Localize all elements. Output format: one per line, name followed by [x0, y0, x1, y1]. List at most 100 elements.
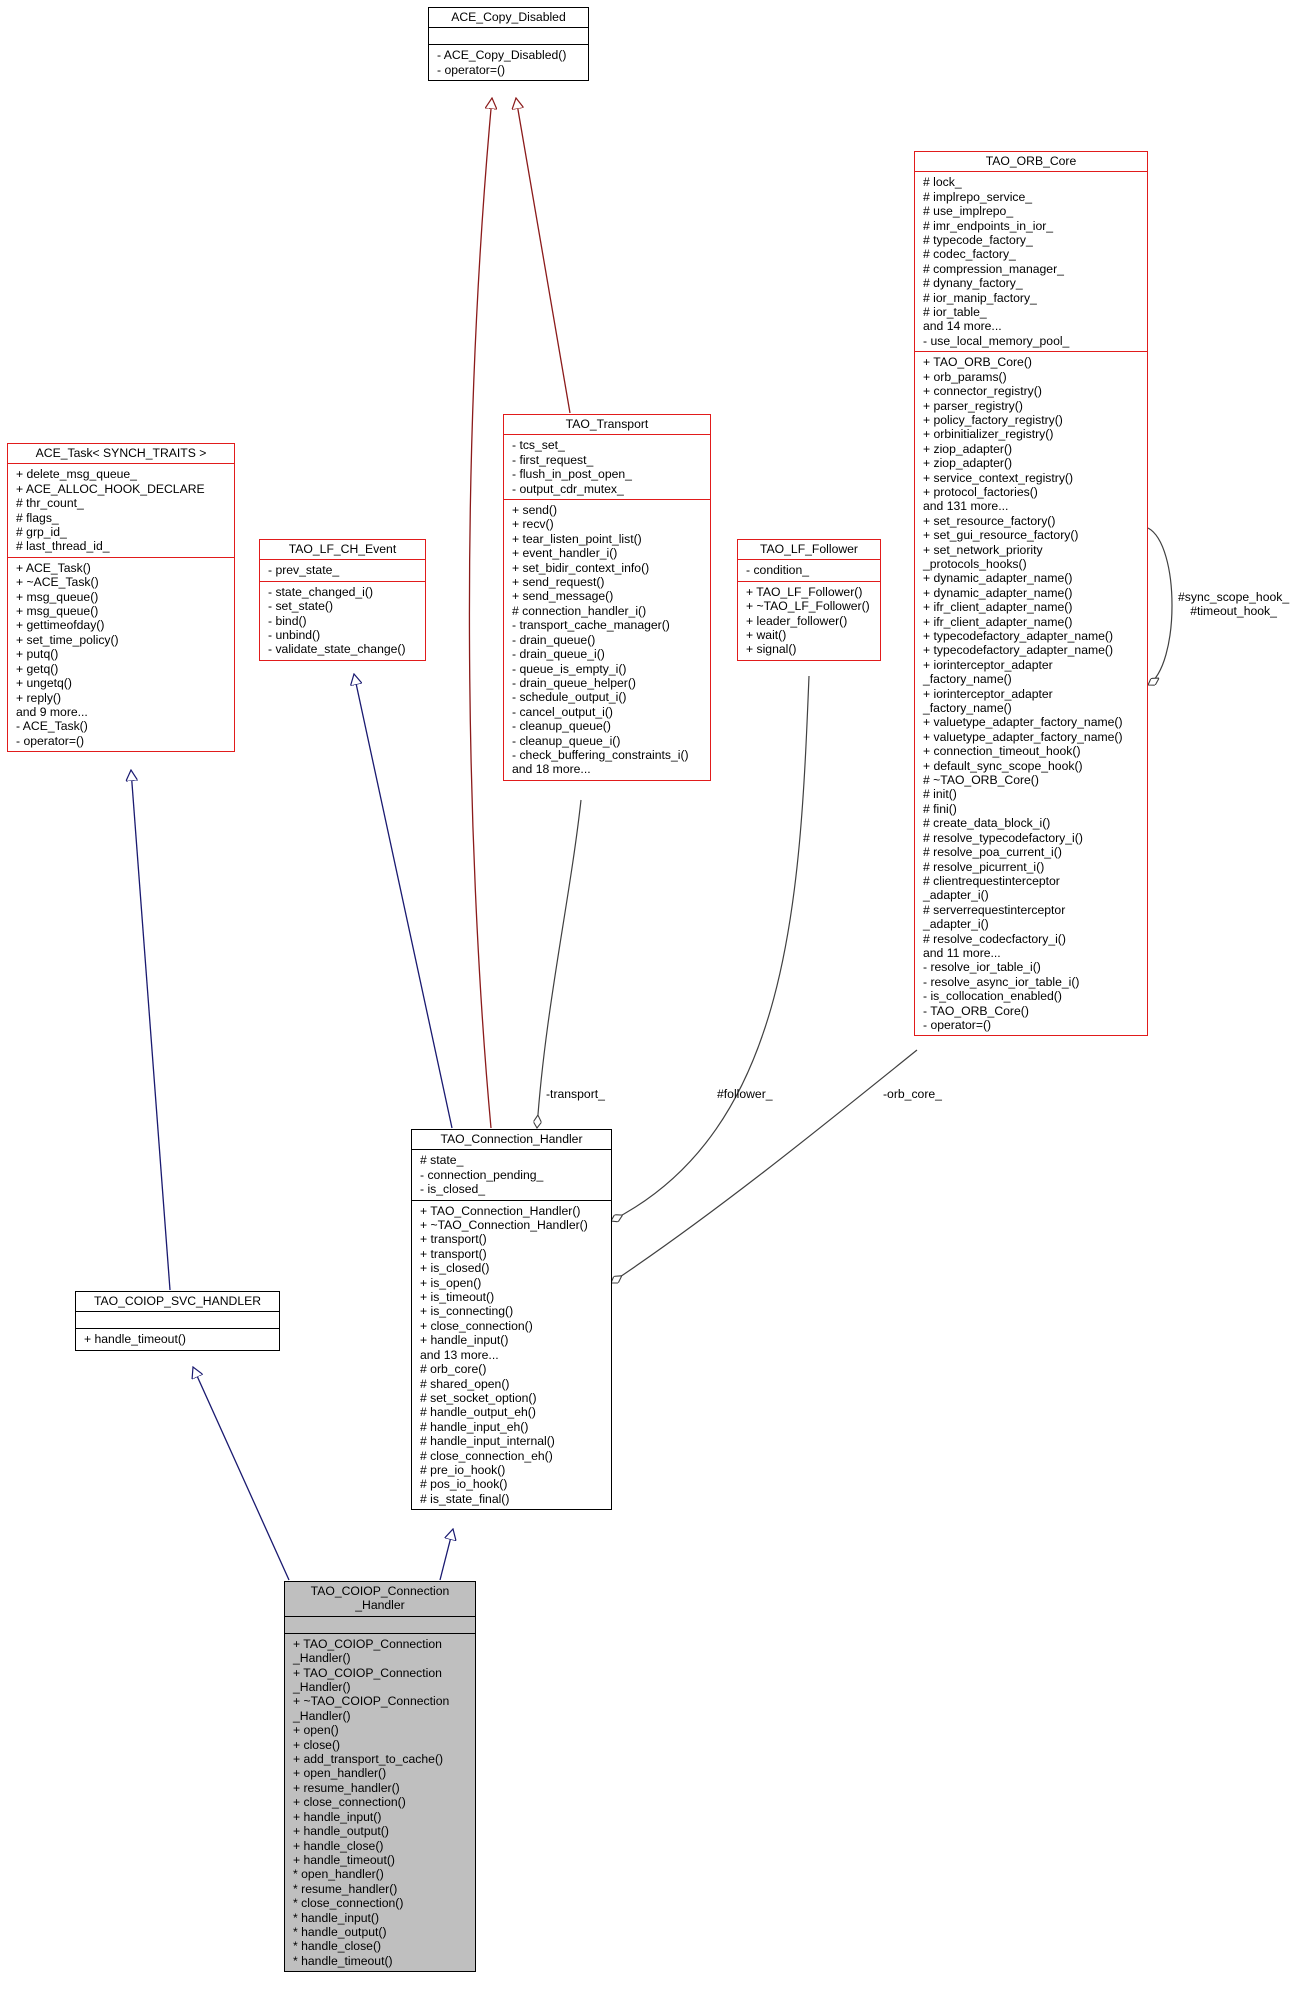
member-line: # create_data_block_i() — [923, 816, 1051, 831]
class-tao-connection-handler[interactable]: TAO_Connection_Handler # state_- connect… — [411, 1129, 612, 1511]
member-line: + wait() — [746, 628, 787, 643]
member-line: + transport() — [420, 1246, 487, 1261]
member-line: # flags_ — [16, 510, 59, 525]
member-line: + event_handler_i() — [512, 546, 618, 561]
member-line: - validate_state_change() — [268, 642, 406, 657]
member-line: + orbinitializer_registry() — [923, 427, 1054, 442]
member-line: + is_connecting() — [420, 1304, 514, 1319]
class-title: TAO_ORB_Core — [985, 154, 1077, 168]
member-line: # shared_open() — [420, 1376, 510, 1391]
member-line: # orb_core() — [420, 1362, 487, 1377]
member-line: # ior_manip_factory_ — [923, 290, 1037, 305]
class-tao-transport[interactable]: TAO_Transport - tcs_set_- first_request_… — [503, 414, 711, 781]
class-tao-lf-follower[interactable]: TAO_LF_Follower - condition_ + TAO_LF_Fo… — [737, 539, 881, 661]
attributes-section: - condition_ — [738, 559, 880, 580]
member-line: + handle_input() — [420, 1333, 509, 1348]
member-line: + set_network_priority _protocols_hooks(… — [923, 542, 1043, 571]
member-line: + parser_registry() — [923, 398, 1023, 413]
member-line: - transport_cache_manager() — [512, 618, 670, 633]
member-line: * handle_timeout() — [293, 1953, 393, 1968]
member-line: - resolve_ior_table_i() — [923, 960, 1041, 975]
member-line: - ACE_Copy_Disabled() — [437, 48, 567, 63]
member-line: * handle_close() — [293, 1939, 382, 1954]
methods-section: + TAO_LF_Follower()+ ~TAO_LF_Follower()+… — [738, 580, 880, 660]
attributes-section — [429, 27, 588, 44]
member-line: # implrepo_service_ — [923, 189, 1033, 204]
edge-inherit-connhandler-copydisabled — [468, 98, 492, 1129]
class-ace-copy-disabled[interactable]: ACE_Copy_Disabled - ACE_Copy_Disabled()-… — [428, 7, 589, 82]
member-line: - resolve_async_ior_table_i() — [923, 974, 1080, 989]
member-line: - prev_state_ — [268, 563, 340, 578]
class-tao-coiop-svc-handler[interactable]: TAO_COIOP_SVC_HANDLER + handle_timeout() — [75, 1291, 280, 1351]
member-line: + tear_listen_point_list() — [512, 531, 642, 546]
member-line: * open_handler() — [293, 1867, 384, 1882]
member-line: - schedule_output_i() — [512, 690, 627, 705]
class-tao-orb-core[interactable]: TAO_ORB_Core # lock_# implrepo_service_#… — [914, 151, 1148, 1037]
member-line: + open_handler() — [293, 1766, 387, 1781]
member-line: # typecode_factory_ — [923, 233, 1033, 248]
member-line: # resolve_codecfactory_i() — [923, 931, 1066, 946]
member-line: # resolve_poa_current_i() — [923, 845, 1062, 860]
member-line: - drain_queue_helper() — [512, 675, 636, 690]
member-line: + getq() — [16, 661, 59, 676]
member-line: # close_connection_eh() — [420, 1448, 553, 1463]
member-line: and 13 more... — [420, 1347, 499, 1362]
member-line: + connection_timeout_hook() — [923, 744, 1081, 759]
class-title: TAO_Transport — [565, 417, 649, 431]
member-line: * handle_output() — [293, 1924, 387, 1939]
member-line: - is_closed_ — [420, 1182, 486, 1197]
member-line: # resolve_picurrent_i() — [923, 859, 1045, 874]
member-line: + send() — [512, 503, 558, 518]
member-line: - check_buffering_constraints_i() — [512, 747, 689, 762]
member-line: + valuetype_adapter_factory_name() — [923, 729, 1123, 744]
attributes-section: - prev_state_ — [260, 559, 425, 580]
member-line: + ~TAO_Connection_Handler() — [420, 1218, 588, 1233]
attributes-section — [285, 1615, 475, 1633]
attributes-section — [76, 1311, 279, 1328]
member-line: - operator=() — [923, 1017, 992, 1032]
member-line: - is_collocation_enabled() — [923, 989, 1062, 1004]
member-line: + iorinterceptor_adapter _factory_name() — [923, 657, 1053, 687]
member-line: # pos_io_hook() — [420, 1477, 508, 1492]
edge-inherit-coiop-svc — [193, 1367, 290, 1581]
member-line: + dynamic_adapter_name() — [923, 571, 1073, 586]
edge-inherit-connhandler-lfchevent — [354, 674, 453, 1129]
edge-label-self-hooks: #sync_scope_hook_ #timeout_hook_ — [1178, 590, 1290, 618]
member-line: - state_changed_i() — [268, 584, 374, 599]
member-line: + ziop_adapter() — [923, 456, 1013, 471]
class-ace-task[interactable]: ACE_Task< SYNCH_TRAITS > + delete_msg_qu… — [7, 443, 235, 753]
member-line: + protocol_factories() — [923, 484, 1038, 499]
member-line: # use_implrepo_ — [923, 204, 1014, 219]
member-line: + reply() — [16, 690, 62, 705]
member-line: # handle_output_eh() — [420, 1405, 536, 1420]
member-line: - ACE_Task() — [16, 719, 88, 734]
member-line: # resolve_typecodefactory_i() — [923, 830, 1083, 845]
member-line: + close_connection() — [293, 1795, 406, 1810]
member-line: + recv() — [512, 517, 554, 532]
member-line: + msg_queue() — [16, 604, 99, 619]
member-line: + typecodefactory_adapter_name() — [923, 643, 1114, 658]
member-line: + service_context_registry() — [923, 470, 1074, 485]
methods-section: + TAO_ORB_Core()+ orb_params()+ connecto… — [915, 351, 1147, 1035]
member-line: # serverrequestinterceptor _adapter_i() — [923, 902, 1066, 932]
member-line: + handle_close() — [293, 1838, 384, 1853]
edge-label-follower: #follower_ — [717, 1087, 773, 1101]
member-line: + putq() — [16, 647, 59, 662]
member-line: + ACE_Task() — [16, 560, 91, 575]
member-line: + handle_timeout() — [84, 1332, 186, 1347]
member-line: + default_sync_scope_hook() — [923, 758, 1083, 773]
member-line: + leader_follower() — [746, 613, 848, 628]
class-tao-lf-ch-event[interactable]: TAO_LF_CH_Event - prev_state_ - state_ch… — [259, 539, 426, 661]
member-line: # imr_endpoints_in_ior_ — [923, 218, 1054, 233]
member-line: - cancel_output_i() — [512, 704, 613, 719]
member-line: # init() — [923, 787, 957, 802]
attributes-section: # lock_# implrepo_service_# use_implrepo… — [915, 171, 1147, 351]
member-line: + ~ACE_Task() — [16, 575, 99, 590]
class-title: TAO_LF_CH_Event — [288, 542, 397, 556]
class-tao-coiop-connection-handler[interactable]: TAO_COIOP_Connection _Handler + TAO_COIO… — [284, 1581, 476, 1973]
member-line: + handle_timeout() — [293, 1852, 395, 1867]
member-line: - drain_queue_i() — [512, 647, 605, 662]
member-line: - operator=() — [16, 733, 85, 748]
member-line: + TAO_COIOP_Connection _Handler() — [293, 1636, 442, 1666]
member-line: - drain_queue() — [512, 632, 596, 647]
